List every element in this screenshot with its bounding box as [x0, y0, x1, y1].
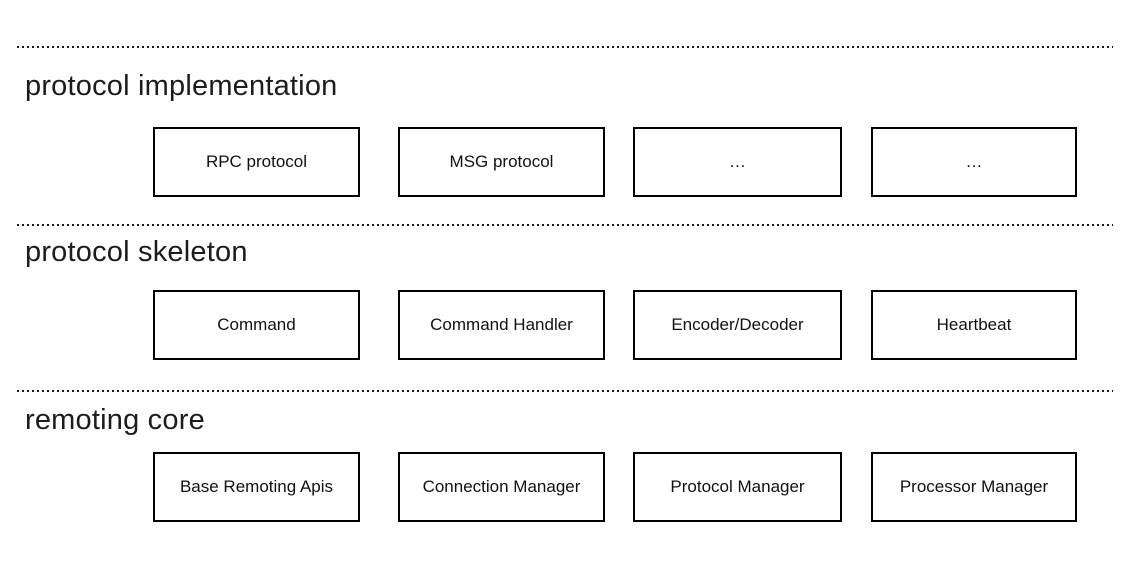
- box-label: Protocol Manager: [670, 477, 805, 496]
- layer-title-protocol-skeleton: protocol skeleton: [25, 236, 248, 268]
- layer-row-protocol-skeleton: Command Command Handler Encoder/Decoder …: [0, 290, 1148, 360]
- box-base-remoting-apis: Base Remoting Apis: [153, 452, 360, 522]
- box-label: …: [965, 152, 983, 171]
- box-ellipsis-2: …: [871, 127, 1077, 197]
- layer-title-protocol-implementation: protocol implementation: [25, 70, 338, 102]
- box-label: Command Handler: [430, 315, 573, 334]
- section-divider-bottom: [17, 390, 1113, 392]
- box-label: Base Remoting Apis: [179, 477, 334, 496]
- box-ellipsis-1: …: [633, 127, 842, 197]
- layer-row-remoting-core: Base Remoting Apis Connection Manager Pr…: [0, 452, 1148, 522]
- box-heartbeat: Heartbeat: [871, 290, 1077, 360]
- box-label: MSG protocol: [449, 152, 554, 171]
- box-msg-protocol: MSG protocol: [398, 127, 605, 197]
- layer-title-remoting-core: remoting core: [25, 404, 205, 436]
- box-label: Connection Manager: [422, 477, 581, 496]
- box-label: Heartbeat: [936, 315, 1012, 334]
- box-processor-manager: Processor Manager: [871, 452, 1077, 522]
- section-divider-top: [17, 46, 1113, 48]
- box-rpc-protocol: RPC protocol: [153, 127, 360, 197]
- box-connection-manager: Connection Manager: [398, 452, 605, 522]
- box-label: Command: [217, 315, 296, 334]
- box-protocol-manager: Protocol Manager: [633, 452, 842, 522]
- box-command-handler: Command Handler: [398, 290, 605, 360]
- box-label: RPC protocol: [205, 152, 308, 171]
- layer-row-protocol-implementation: RPC protocol MSG protocol … …: [0, 127, 1148, 197]
- box-command: Command: [153, 290, 360, 360]
- box-label: Processor Manager: [899, 477, 1049, 496]
- box-label: Encoder/Decoder: [671, 315, 804, 334]
- box-label: …: [729, 152, 746, 171]
- box-encoder-decoder: Encoder/Decoder: [633, 290, 842, 360]
- section-divider-middle: [17, 224, 1113, 226]
